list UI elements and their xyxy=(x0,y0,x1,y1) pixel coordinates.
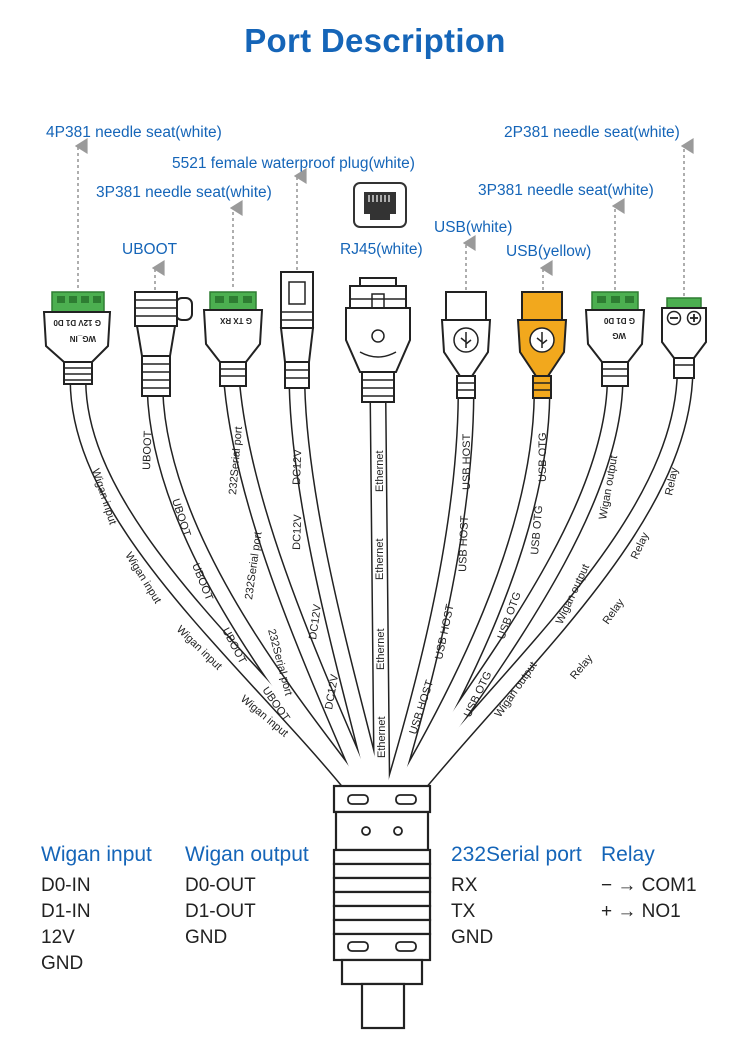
cable-label-ethernet-1: Ethernet xyxy=(374,450,386,492)
callout-2p381: 2P381 needle seat(white) xyxy=(504,124,680,141)
legend-wigan-input: Wigan input D0-IN D1-IN 12V GND xyxy=(41,843,152,977)
legend-item: + → NO1 xyxy=(601,901,681,922)
callout-usb-yellow: USB(yellow) xyxy=(506,243,591,260)
pin-label-wigan-output: G D1 D0 xyxy=(603,316,635,325)
rj45-port-icon xyxy=(353,182,407,228)
connector-usb-host xyxy=(440,291,492,399)
cable-label-serial-2: 232Serial port xyxy=(243,531,264,601)
cable-label-ethernet-4: Ethernet xyxy=(376,716,388,758)
legend-heading: Relay xyxy=(601,843,655,866)
cable-label-usb-host-1: USB HOST xyxy=(461,433,473,490)
connector-ethernet xyxy=(345,277,411,403)
callout-usb-white: USB(white) xyxy=(434,219,512,236)
cable-label-usb-otg-2: USB OTG xyxy=(529,505,545,555)
connector-relay xyxy=(661,297,707,379)
legend-item: − → COM1 xyxy=(601,875,697,896)
legend-item: D1-IN xyxy=(41,901,91,922)
cable-label-usb-otg-1: USB OTG xyxy=(537,432,549,482)
legend-item: D0-OUT xyxy=(185,875,256,896)
legend-heading: Wigan output xyxy=(185,843,309,866)
pin-label-wigan-input: G 12V D1 D0 xyxy=(53,318,101,327)
legend-wigan-output: Wigan output D0-OUT D1-OUT GND xyxy=(185,843,309,951)
connector-uboot xyxy=(134,291,193,397)
cable-label-relay-4: Relay xyxy=(568,652,596,682)
main-harness-connector xyxy=(332,784,432,1030)
callout-3p381-serial: 3P381 needle seat(white) xyxy=(96,184,272,201)
pin-label-serial: G TX RX xyxy=(219,316,252,325)
callout-3p381-output: 3P381 needle seat(white) xyxy=(478,182,654,199)
callouts: 4P381 needle seat(white) UBOOT 3P381 nee… xyxy=(46,124,680,260)
legend-serial-port: 232Serial port RX TX GND xyxy=(451,843,582,951)
legend-item: D0-IN xyxy=(41,875,91,896)
cable-label-usb-host-2: USB HOST xyxy=(457,515,471,572)
callout-rj45: RJ45(white) xyxy=(340,241,423,258)
connector-dc12v xyxy=(279,271,315,389)
cable-label-uboot-1: UBOOT xyxy=(141,430,154,470)
leader-lines xyxy=(74,138,694,296)
cables xyxy=(69,366,694,809)
cable-label-ethernet-3: Ethernet xyxy=(375,628,387,670)
legend-item: GND xyxy=(185,927,228,948)
cable-label-ethernet-2: Ethernet xyxy=(374,538,386,580)
callout-5521: 5521 female waterproof plug(white) xyxy=(172,155,415,172)
cable-label-relay-1: Relay xyxy=(663,466,681,496)
body-label-wigan-output: WG xyxy=(612,331,626,340)
legend-item: GND xyxy=(41,953,84,974)
callout-4p381: 4P381 needle seat(white) xyxy=(46,124,222,141)
callout-uboot: UBOOT xyxy=(122,241,178,258)
cable-label-dc12v-2: DC12V xyxy=(291,514,304,551)
cable-label-relay-3: Relay xyxy=(601,596,627,626)
legend-item: 12V xyxy=(41,927,75,948)
legend-heading: Wigan input xyxy=(41,843,152,866)
cable-label-dc12v-1: DC12V xyxy=(291,449,304,486)
body-label-wigan-input: WG_IN xyxy=(70,334,96,343)
cable-label-serial-1: 232Serial port xyxy=(227,426,245,495)
connector-usb-otg xyxy=(516,291,568,399)
connector-wigan-output: G D1 D0 WG xyxy=(584,291,646,387)
legend-heading: 232Serial port xyxy=(451,843,582,866)
legend-relay: Relay − → COM1 + → NO1 xyxy=(601,843,697,925)
page-title: Port Description xyxy=(244,22,506,59)
connector-wigan-input: G 12V D1 D0 WG_IN xyxy=(42,291,112,385)
legend-item: RX xyxy=(451,875,478,896)
legend-item: D1-OUT xyxy=(185,901,256,922)
legend-item: GND xyxy=(451,927,494,948)
connector-serial: G TX RX xyxy=(202,291,264,387)
legend-item: TX xyxy=(451,901,476,922)
cable-label-dc12v-3: DC12V xyxy=(307,603,324,640)
